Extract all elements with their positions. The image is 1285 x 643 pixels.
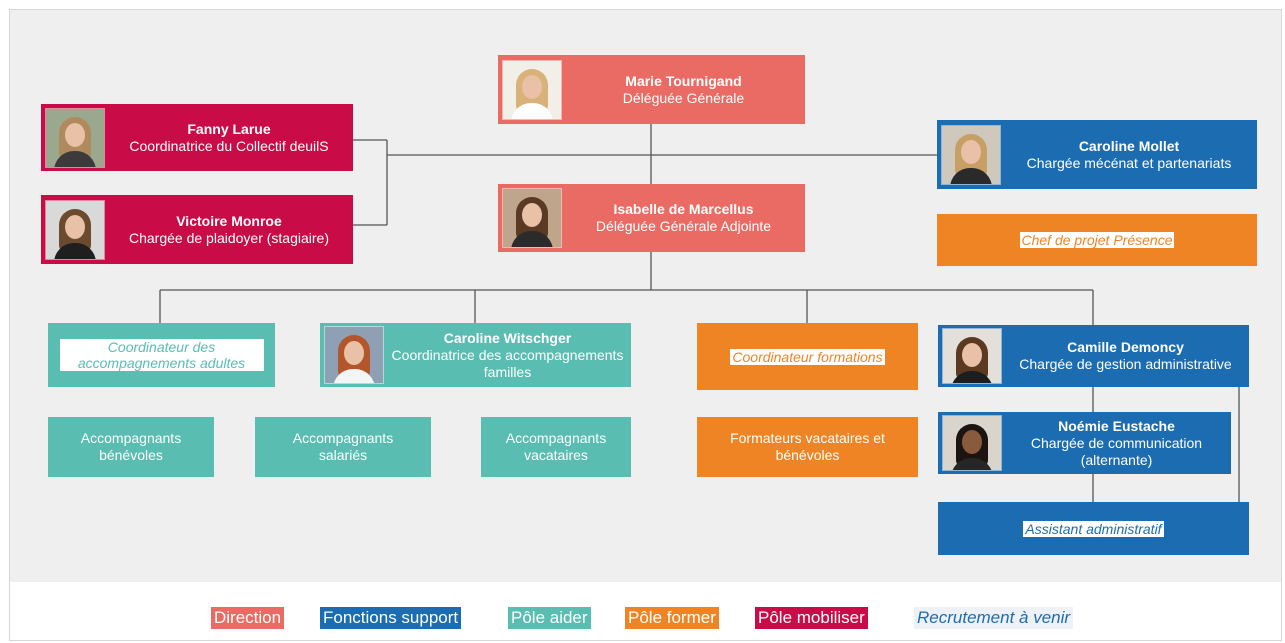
legend-pole-mobiliser: Pôle mobiliser (755, 607, 868, 629)
person-name: Marie Tournigand (625, 72, 742, 89)
card-coord-formations-vacant: Coordinateur formations (697, 323, 918, 390)
legend-pole-former: Pôle former (625, 607, 719, 629)
card-text: Marie Tournigand Déléguée Générale (562, 73, 805, 107)
person-role: Chargée mécénat et partenariats (1026, 154, 1232, 171)
card-text: Caroline Mollet Chargée mécénat et parte… (1001, 138, 1257, 172)
card-assistant-administratif-vacant: Assistant administratif (938, 502, 1249, 555)
person-name: Victoire Monroe (176, 212, 282, 229)
portrait-photo-icon (45, 199, 105, 260)
legend-recrutement-a-venir: Recrutement à venir (914, 607, 1074, 629)
person-role: Chargée de gestion administrative (1019, 356, 1232, 372)
vacant-position-label: Coordinateur des accompagnements adultes (59, 339, 264, 371)
vacant-position-label: Assistant administratif (1023, 520, 1164, 537)
card-text: Fanny Larue Coordinatrice du Collectif d… (105, 121, 353, 155)
person-name: Noémie Eustache (1058, 417, 1175, 434)
card-caroline-witschger: Caroline Witschger Coordinatrice des acc… (320, 323, 631, 387)
person-role: Coordinatrice des accompagnements famill… (391, 346, 624, 380)
person-name: Isabelle de Marcellus (613, 201, 754, 217)
card-text: Camille Demoncy Chargée de gestion admin… (1002, 339, 1249, 373)
legend-fonctions-support: Fonctions support (320, 607, 462, 629)
vacant-position-label: Chef de projet Présence (1019, 232, 1175, 248)
portrait-photo-icon (942, 415, 1002, 471)
person-name: Camille Demoncy (1067, 339, 1184, 355)
person-name: Caroline Mollet (1078, 137, 1180, 154)
card-caroline-mollet: Caroline Mollet Chargée mécénat et parte… (937, 120, 1257, 189)
portrait-photo-icon (941, 124, 1001, 185)
legend: Direction Fonctions support Pôle aider P… (0, 607, 1285, 629)
card-marie-tournigand: Marie Tournigand Déléguée Générale (498, 55, 805, 124)
portrait-photo-icon (502, 59, 562, 120)
person-role: Déléguée Générale (622, 89, 745, 106)
legend-direction: Direction (211, 607, 285, 629)
card-noemie-eustache: Noémie Eustache Chargée de communication… (938, 412, 1231, 474)
person-name: Fanny Larue (187, 120, 271, 137)
group-accompagnants-vacataires: Accompagnants vacataires (481, 417, 631, 477)
group-accompagnants-benevoles: Accompagnants bénévoles (48, 417, 214, 477)
group-label: Accompagnants bénévoles (80, 430, 182, 463)
card-isabelle-de-marcellus: Isabelle de Marcellus Déléguée Générale … (498, 184, 805, 252)
person-role: Chargée de communication (alternante) (1030, 434, 1203, 468)
card-coord-adultes-vacant: Coordinateur des accompagnements adultes (48, 323, 275, 387)
group-label: Formateurs vacataires et bénévoles (730, 430, 885, 463)
card-chef-de-projet-vacant: Chef de projet Présence (937, 214, 1257, 266)
card-text: Victoire Monroe Chargée de plaidoyer (st… (105, 213, 353, 247)
person-role: Chargée de plaidoyer (stagiaire) (129, 229, 329, 246)
person-name: Caroline Witschger (443, 329, 572, 346)
card-camille-demoncy: Camille Demoncy Chargée de gestion admin… (938, 325, 1249, 387)
card-victoire-monroe: Victoire Monroe Chargée de plaidoyer (st… (41, 195, 353, 264)
group-accompagnants-salaries: Accompagnants salariés (255, 417, 431, 477)
person-role: Déléguée Générale Adjointe (595, 218, 772, 234)
card-text: Caroline Witschger Coordinatrice des acc… (384, 330, 631, 381)
portrait-photo-icon (324, 326, 384, 384)
group-label: Accompagnants vacataires (505, 430, 607, 463)
card-fanny-larue: Fanny Larue Coordinatrice du Collectif d… (41, 104, 353, 171)
group-formateurs: Formateurs vacataires et bénévoles (697, 417, 918, 477)
portrait-photo-icon (502, 188, 562, 248)
person-role: Coordinatrice du Collectif deuilS (129, 137, 329, 154)
card-text: Noémie Eustache Chargée de communication… (1002, 418, 1231, 469)
legend-pole-aider: Pôle aider (508, 607, 591, 629)
vacant-position-label: Coordinateur formations (730, 348, 885, 365)
portrait-photo-icon (45, 107, 105, 168)
portrait-photo-icon (942, 328, 1002, 384)
card-text: Isabelle de Marcellus Déléguée Générale … (562, 201, 805, 235)
group-label: Accompagnants salariés (292, 430, 394, 463)
